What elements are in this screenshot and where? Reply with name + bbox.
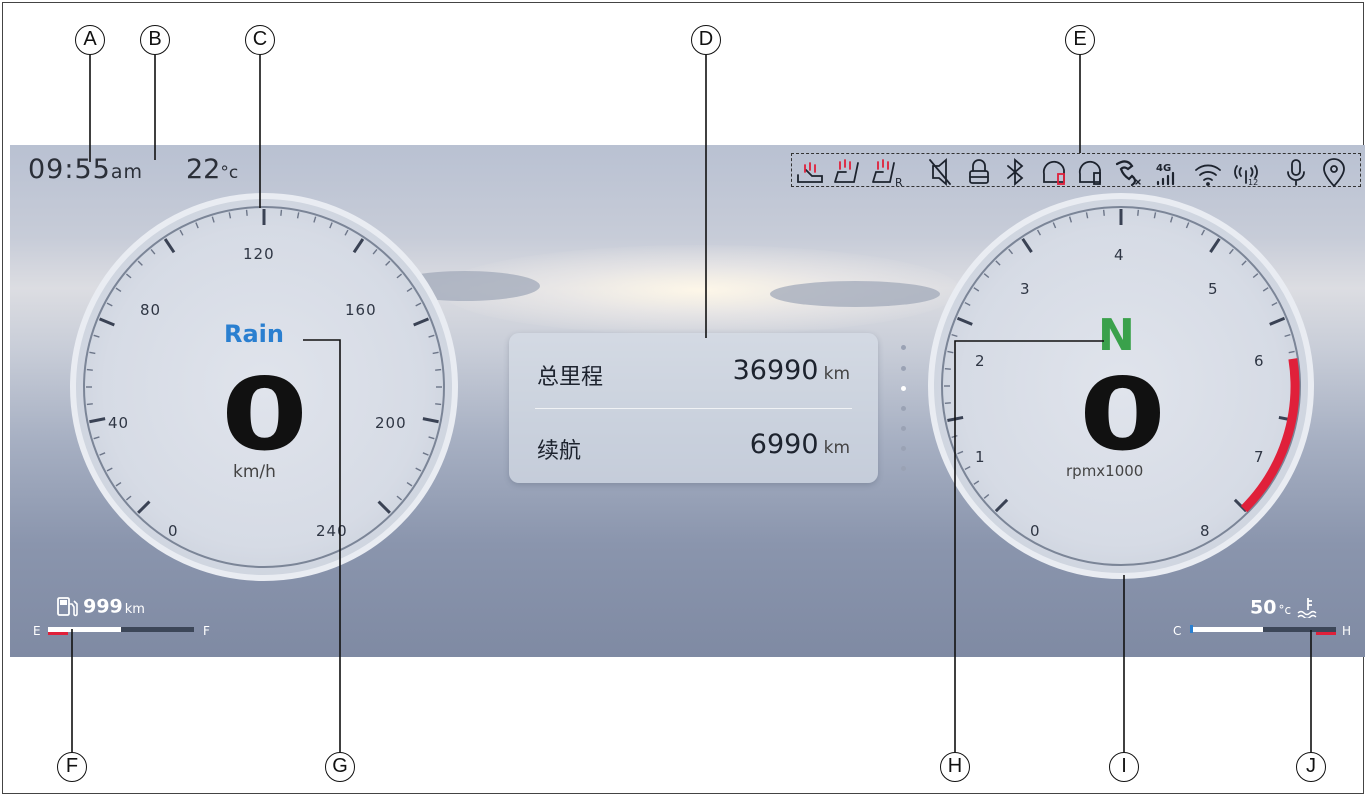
coolant-cold-label: C bbox=[1173, 624, 1182, 638]
fuel-range-unit: km bbox=[124, 601, 145, 617]
callout-d: D bbox=[691, 25, 721, 55]
speed-tick-200: 200 bbox=[375, 414, 407, 432]
coolant-thermometer-icon bbox=[1296, 596, 1320, 622]
coolant-cold-marker bbox=[1190, 625, 1193, 633]
clock: 09:55am bbox=[28, 154, 143, 185]
fuel-gauge bbox=[48, 627, 194, 632]
range-value: 6990 bbox=[749, 429, 819, 460]
fuel-pump-icon bbox=[56, 595, 78, 621]
rpm-tick-3: 3 bbox=[1020, 280, 1031, 298]
callout-c: C bbox=[245, 25, 275, 55]
odometer-label: 总里程 bbox=[537, 365, 604, 390]
rpm-tick-7: 7 bbox=[1254, 448, 1265, 466]
ride-mode: Rain bbox=[224, 320, 284, 348]
page-indicator bbox=[899, 343, 909, 473]
coolant-gauge bbox=[1190, 627, 1336, 632]
page-dot[interactable] bbox=[901, 406, 906, 411]
rpm-tick-1: 1 bbox=[975, 448, 986, 466]
page-dot[interactable] bbox=[901, 426, 906, 431]
temperature-value: 22 bbox=[186, 154, 221, 185]
coolant-temp: 50°c bbox=[1250, 596, 1320, 622]
callout-e: E bbox=[1065, 25, 1095, 55]
speed-tick-80: 80 bbox=[140, 301, 162, 319]
rpm-tick-4: 4 bbox=[1114, 246, 1125, 264]
callout-b: B bbox=[140, 25, 170, 55]
page-dot[interactable] bbox=[901, 366, 906, 371]
page-dot-active[interactable] bbox=[901, 386, 906, 391]
rpm-tick-5: 5 bbox=[1208, 280, 1219, 298]
page-dot[interactable] bbox=[901, 345, 906, 350]
ambient-temperature: 22°c bbox=[186, 154, 238, 185]
speed-tick-40: 40 bbox=[108, 414, 130, 432]
trip-info-panel: 总里程 36990 km 续航 6990 km bbox=[509, 333, 878, 483]
gear-indicator: N bbox=[1098, 310, 1135, 361]
rpm-tick-2: 2 bbox=[975, 352, 986, 370]
coolant-temp-unit: °c bbox=[1278, 602, 1292, 617]
speed-unit: km/h bbox=[233, 462, 276, 482]
odometer-value: 36990 bbox=[732, 355, 819, 386]
clock-time: 09:55 bbox=[28, 154, 111, 185]
page-dot[interactable] bbox=[901, 466, 906, 471]
rpm-tick-6: 6 bbox=[1254, 352, 1265, 370]
odometer-reading: 36990 km bbox=[733, 355, 850, 386]
speed-tick-240: 240 bbox=[316, 522, 348, 540]
fuel-low-marker bbox=[48, 632, 68, 635]
right-hill bbox=[770, 281, 940, 307]
coolant-gauge-fill bbox=[1190, 627, 1263, 632]
fuel-gauge-fill bbox=[48, 627, 121, 632]
coolant-hot-label: H bbox=[1342, 624, 1352, 638]
speed-tick-120: 120 bbox=[243, 245, 275, 263]
page-dot[interactable] bbox=[901, 446, 906, 451]
callout-f: F bbox=[57, 752, 87, 782]
callout-a: A bbox=[75, 25, 105, 55]
rpm-unit: rpmx1000 bbox=[1066, 462, 1144, 480]
coolant-temp-value: 50 bbox=[1250, 596, 1277, 619]
rpm-tick-0: 0 bbox=[1030, 522, 1041, 540]
speed-tick-0: 0 bbox=[168, 522, 179, 540]
fuel-range-value: 999 bbox=[83, 595, 123, 618]
callout-g: G bbox=[325, 752, 355, 782]
clock-ampm: am bbox=[110, 161, 143, 183]
callout-h: H bbox=[940, 752, 970, 782]
temperature-unit: °c bbox=[220, 163, 239, 183]
fuel-empty-label: E bbox=[33, 624, 41, 638]
range-unit: km bbox=[823, 438, 850, 458]
rpm-tick-8: 8 bbox=[1200, 522, 1211, 540]
coolant-hot-marker bbox=[1316, 632, 1336, 635]
range-label: 续航 bbox=[537, 439, 582, 464]
rpm-value: 0 bbox=[1079, 356, 1166, 473]
range-reading: 6990 km bbox=[750, 429, 850, 460]
speed-tick-160: 160 bbox=[345, 301, 377, 319]
fuel-full-label: F bbox=[203, 624, 210, 638]
speed-value: 0 bbox=[221, 356, 308, 473]
odometer-unit: km bbox=[823, 364, 850, 384]
callout-i: I bbox=[1109, 752, 1139, 782]
panel-divider bbox=[535, 408, 852, 409]
callout-j: J bbox=[1296, 752, 1326, 782]
status-icons bbox=[791, 153, 1361, 187]
